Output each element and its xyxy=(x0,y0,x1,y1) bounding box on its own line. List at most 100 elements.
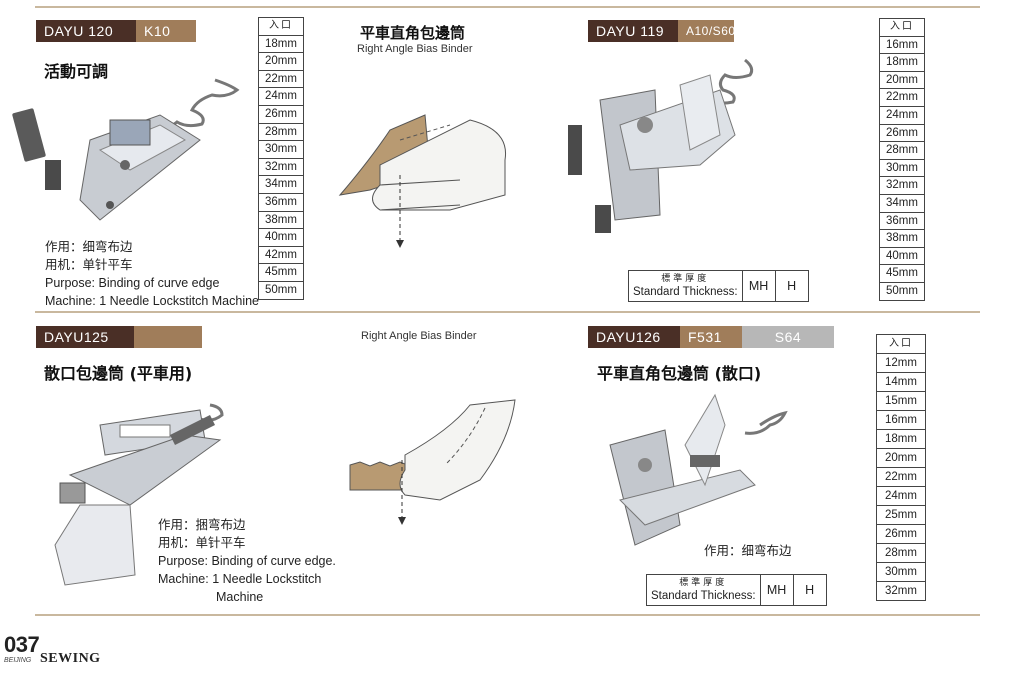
code-label: K10 xyxy=(136,20,196,42)
size-cell: 16mm xyxy=(877,411,925,430)
desc-line: 作用：细弯布边 xyxy=(704,543,792,558)
thickness-label-en: Standard Thickness: xyxy=(651,590,756,602)
product-subtitle: 活動可調 xyxy=(44,62,109,81)
size-cell: 40mm xyxy=(259,229,303,247)
desc-line: 用机：单针平车 xyxy=(45,257,133,272)
desc-line: Machine xyxy=(216,590,264,604)
binder-image-dayu120 xyxy=(12,78,240,221)
size-cell: 20mm xyxy=(880,72,924,90)
thickness-label-cn: 標準厚度 xyxy=(661,274,710,284)
size-cell: 32mm xyxy=(885,585,917,597)
size-cell: 40mm xyxy=(880,248,924,266)
size-cell: 38mm xyxy=(880,230,924,248)
size-cell: 30mm xyxy=(877,563,925,582)
thickness-table-dayu119: 標準厚度 Standard Thickness: MH H xyxy=(628,270,809,302)
size-cell: 34mm xyxy=(259,176,303,194)
size-cell: 24mm xyxy=(259,88,303,106)
size-cell: 16mm xyxy=(880,37,924,55)
size-table-dayu119: 入口 16mm 18mm 20mm 22mm 24mm 26mm 28mm 30… xyxy=(879,18,925,301)
model-label-bar xyxy=(134,326,202,348)
size-cell: 26mm xyxy=(877,525,925,544)
product-tag-dayu120: DAYU 120 K10 xyxy=(36,20,196,42)
size-cell: 14mm xyxy=(877,373,925,392)
binding-diagram-top xyxy=(338,114,507,248)
size-cell: 20mm xyxy=(877,449,925,468)
size-header: 入口 xyxy=(877,335,925,354)
size-cell: 32mm xyxy=(880,177,924,195)
product-title: 平車直角包邊筒 (散口) xyxy=(597,364,762,383)
page-number: 037 xyxy=(4,632,40,657)
product-description-dayu126: 作用：细弯布边 xyxy=(704,542,792,560)
brand-small: BEIJING xyxy=(4,657,32,664)
size-cell: 36mm xyxy=(880,213,924,231)
size-cell: 18mm xyxy=(880,54,924,72)
middle-rule xyxy=(35,311,980,313)
thickness-label-en: Standard Thickness: xyxy=(633,286,738,298)
model-label: DAYU126 xyxy=(588,326,680,348)
product-description-dayu120: 作用：细弯布边 用机：单针平车 Purpose: Binding of curv… xyxy=(45,238,259,310)
size-header: 入口 xyxy=(259,18,303,36)
thickness-option: H xyxy=(787,279,797,293)
model-label: DAYU 120 xyxy=(36,20,136,42)
size-cell: 28mm xyxy=(877,544,925,563)
thickness-option: MH xyxy=(761,575,794,605)
size-cell: 30mm xyxy=(259,141,303,159)
bottom-rule xyxy=(35,614,980,616)
size-cell: 38mm xyxy=(259,212,303,230)
size-cell: 22mm xyxy=(880,89,924,107)
model-label: DAYU 119 xyxy=(588,20,678,42)
size-table-dayu126: 入口 12mm 14mm 15mm 16mm 18mm 20mm 22mm 24… xyxy=(876,334,926,601)
size-table-dayu120: 入口 18mm 20mm 22mm 24mm 26mm 28mm 30mm 32… xyxy=(258,17,304,300)
thickness-option: H xyxy=(805,583,815,597)
size-header: 入口 xyxy=(880,19,924,37)
size-cell: 25mm xyxy=(877,506,925,525)
size-cell: 22mm xyxy=(877,468,925,487)
desc-line: 用机：单针平车 xyxy=(158,535,246,550)
size-cell: 50mm xyxy=(886,284,918,297)
diagram-title-en: Right Angle Bias Binder xyxy=(361,330,477,342)
size-cell: 30mm xyxy=(880,160,924,178)
top-rule xyxy=(35,6,980,8)
size-cell: 20mm xyxy=(259,53,303,71)
binder-image-dayu125 xyxy=(54,403,224,586)
thickness-label-cn: 標準厚度 xyxy=(679,578,728,588)
model-label: DAYU125 xyxy=(36,326,134,348)
brand-logo: SEWING xyxy=(40,651,101,666)
product-description-dayu125: 作用：捆弯布边 用机：单针平车 Purpose: Binding of curv… xyxy=(158,516,336,606)
code-label: A10/S60 xyxy=(678,20,735,42)
product-tag-dayu126: DAYU126 F531 S64 xyxy=(588,326,834,348)
desc-line: 作用：细弯布边 xyxy=(45,239,133,254)
size-cell: 34mm xyxy=(880,195,924,213)
size-cell: 12mm xyxy=(877,354,925,373)
size-cell: 36mm xyxy=(259,194,303,212)
desc-line: Machine: 1 Needle Lockstitch xyxy=(158,572,322,586)
diagram-title-cn: 平車直角包邊筒 xyxy=(360,24,466,42)
thickness-option: MH xyxy=(743,271,776,301)
size-cell: 45mm xyxy=(259,264,303,282)
size-cell: 32mm xyxy=(259,159,303,177)
binder-image-dayu119 xyxy=(568,58,754,233)
diagram-title-en: Right Angle Bias Binder xyxy=(357,43,473,55)
size-cell: 45mm xyxy=(880,265,924,283)
product-title: 散口包邊筒 (平車用) xyxy=(44,364,193,383)
size-cell: 28mm xyxy=(259,124,303,142)
desc-line: Purpose: Binding of curve edge. xyxy=(158,554,336,568)
thickness-label: 標準厚度 Standard Thickness: xyxy=(647,575,761,605)
thickness-label: 標準厚度 Standard Thickness: xyxy=(629,271,743,301)
product-tag-dayu125: DAYU125 xyxy=(36,326,202,348)
size-cell: 26mm xyxy=(259,106,303,124)
size-cell: 42mm xyxy=(259,247,303,265)
size-cell: 22mm xyxy=(259,71,303,89)
desc-line: Machine: 1 Needle Lockstitch Machine xyxy=(45,294,260,308)
code-label: F531 xyxy=(680,326,742,348)
size-cell: 18mm xyxy=(877,430,925,449)
size-cell: 24mm xyxy=(877,487,925,506)
desc-line: Purpose: Binding of curve edge xyxy=(45,276,220,290)
size-cell: 15mm xyxy=(877,392,925,411)
size-cell: 24mm xyxy=(880,107,924,125)
product-tag-dayu119: DAYU 119 A10/S60 xyxy=(588,20,735,42)
binder-image-dayu126 xyxy=(609,393,788,546)
size-cell: 26mm xyxy=(880,125,924,143)
size-cell: 28mm xyxy=(880,142,924,160)
thickness-table-dayu126: 標準厚度 Standard Thickness: MH H xyxy=(646,574,827,606)
